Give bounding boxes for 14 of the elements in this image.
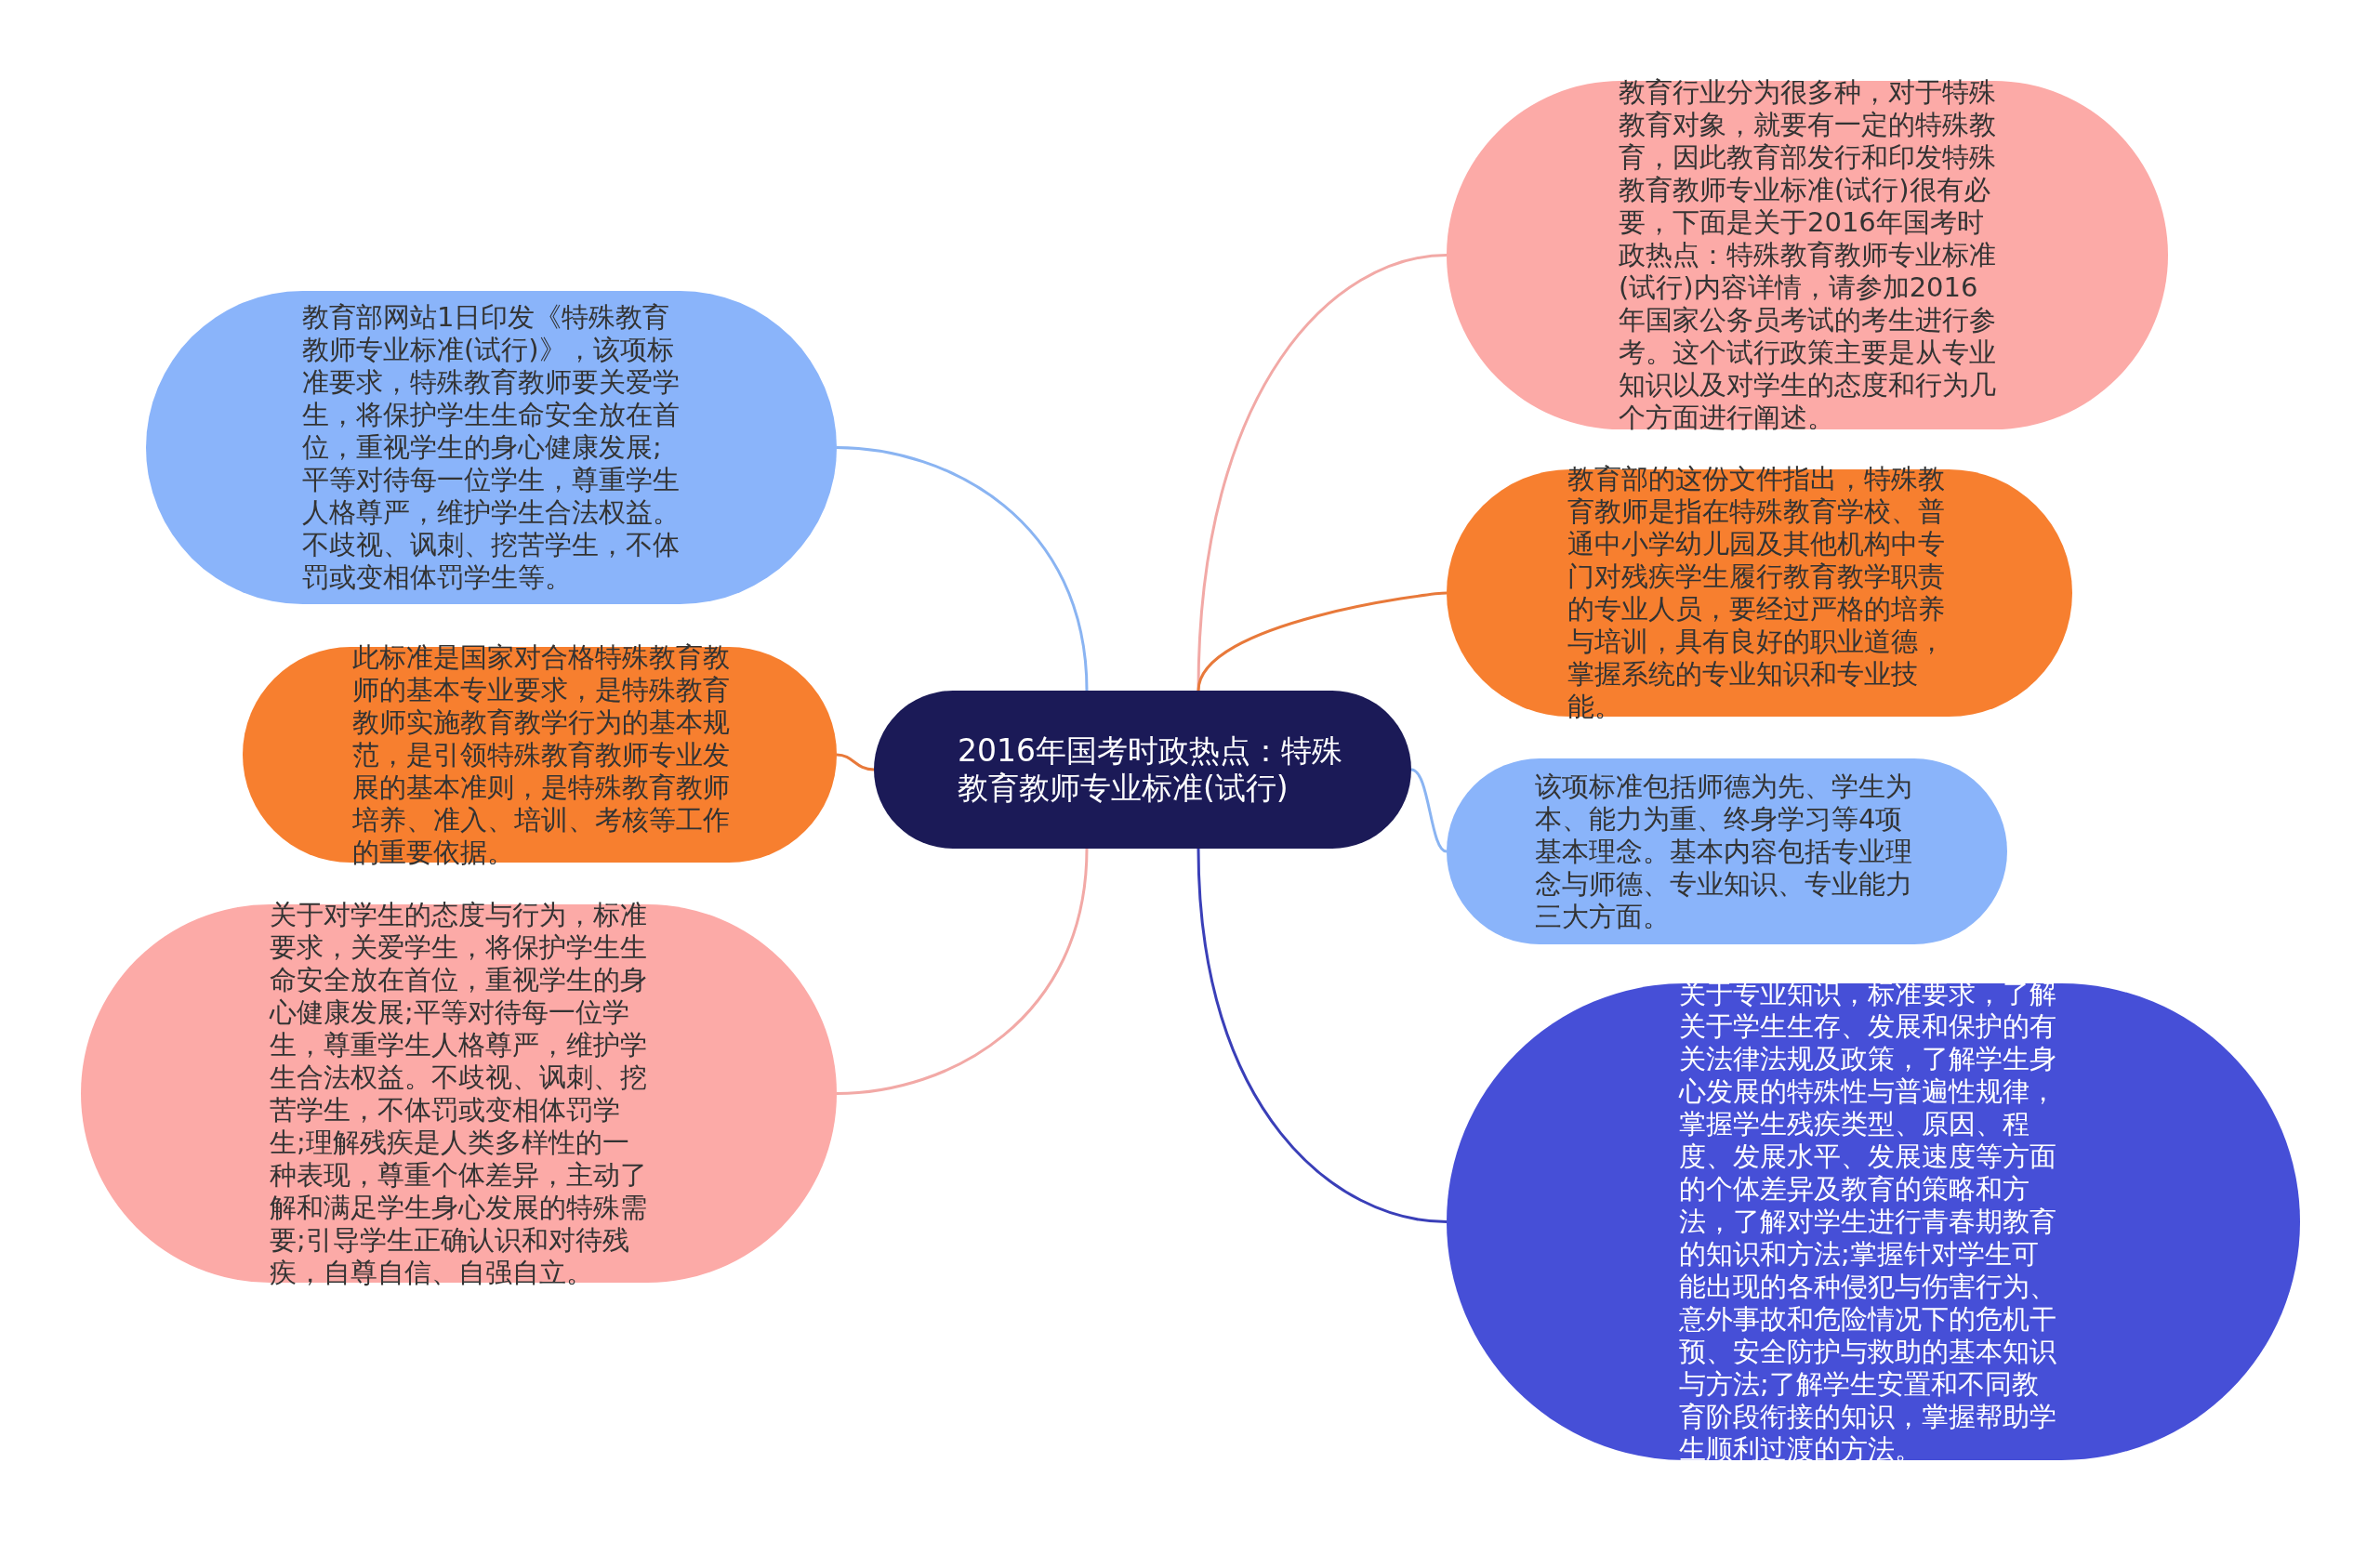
connector-line [836,753,875,771]
topic-text: 教育行业分为很多种，对于特殊教育对象，就要有一定的特殊教育，因此教育部发行和印发特殊教育教师专业标准(试行)很有必要，下面是关于2016年国考时政热点：特殊教育教师专业标准(试行)内容详情，请参加2016年国家公务员考试的考生进行参考。这个试行政策主要是从专业知识以及对学生的态度和行为几个方面进行阐述。 [1619,76,1997,434]
connector-line [1197,848,1448,1223]
topic-text: 此标准是国家对合格特殊教育教师的基本专业要求，是特殊教育教师实施教育教学行为的基本规范，是引领特殊教育教师专业发展的基本准则，是特殊教育教师培养、准入、培训、考核等工作的重要依据。 [352,640,731,869]
connector-line [1410,768,1448,853]
central-topic-text: 2016年国考时政热点：特殊教育教师专业标准(试行) [958,732,1343,807]
topic-text: 教育部网站1日印发《特殊教育教师专业标准(试行)》，该项标准要求，特殊教育教师要关爱学生，将保护学生生命安全放在首位，重视学生的身心健康发展;平等对待每一位学生，尊重学生人格尊严，维护学生合法权益。不歧视、讽刺、挖苦学生，不体罚或变相体罚学生等。 [302,301,681,594]
connector-line [836,446,1089,692]
connector-line [836,848,1089,1095]
connector-line [1197,254,1448,692]
connector-line [1197,591,1448,692]
topic-text: 该项标准包括师德为先、学生为本、能力为重、终身学习等4项基本理念。基本内容包括专业理念与师德、专业知识、专业能力三大方面。 [1535,770,1913,933]
topic-text: 教育部的这份文件指出，特殊教育教师是指在特殊教育学校、普通中小学幼儿园及其他机构中专门对残疾学生履行教育教学职责的专业人员，要经过严格的培养与培训，具有良好的职业道德，掌握系统的专业知识和专业技能。 [1567,463,1946,723]
topic-text: 关于对学生的态度与行为，标准要求，关爱学生，将保护学生生命安全放在首位，重视学生的身心健康发展;平等对待每一位学生，尊重学生人格尊严，维护学生合法权益。不歧视、讽刺、挖苦学生，不体罚或变相体罚学生;理解残疾是人类多样性的一种表现，尊重个体差异，主动了解和满足学生身心发展的特殊需要;引导学生正确认识和对待残疾，自尊自信、自强自立。 [270,898,648,1289]
